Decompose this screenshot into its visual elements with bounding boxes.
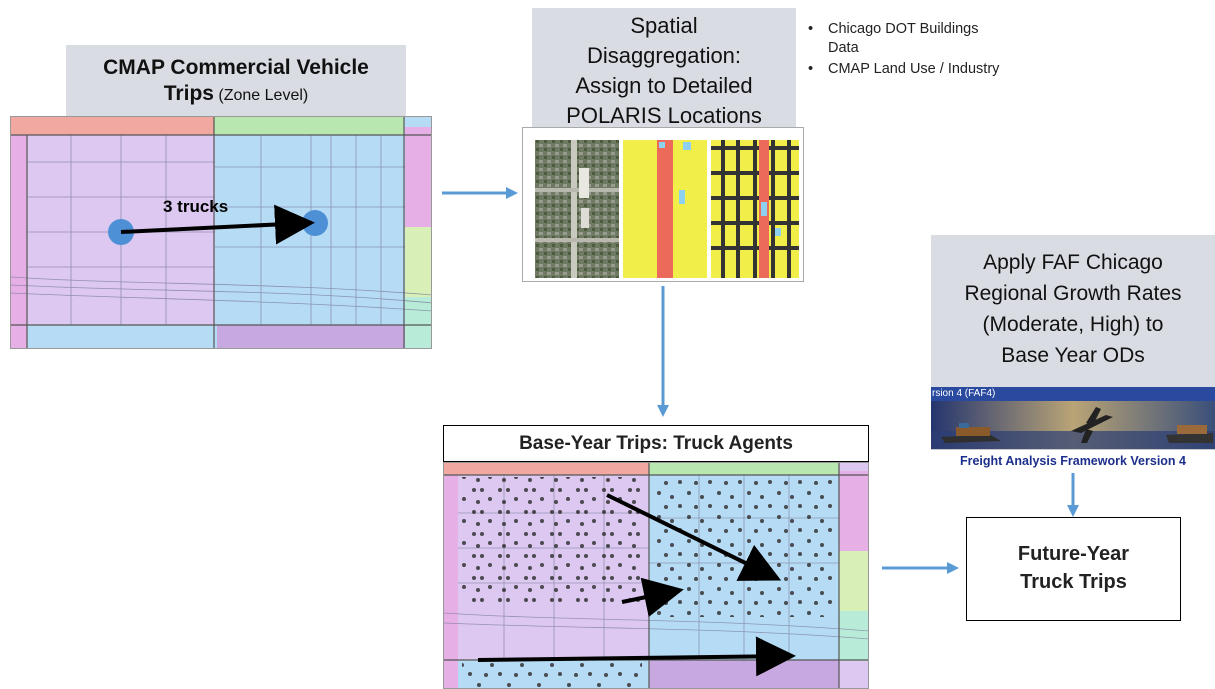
cmap-title-suffix: (Zone Level) (213, 87, 309, 104)
cmap-title-line2: Trips (Zone Level) (66, 81, 406, 109)
ship-icon (941, 435, 1001, 443)
spatial-line-2: Disaggregation: (586, 43, 742, 68)
truck-agents-canvas (444, 463, 868, 688)
faf-title-box: Apply FAF Chicago Regional Growth Rates … (931, 235, 1215, 387)
truck-trip-arrow-2 (621, 577, 684, 617)
future-line-2: Truck Trips (1020, 571, 1127, 593)
spatial-line-3: Assign to Detailed (575, 73, 753, 98)
data-source-item: Chicago DOT Buildings Data (808, 20, 1008, 58)
location-images-canvas (535, 140, 799, 278)
faf-line-1: Apply FAF Chicago (983, 251, 1163, 274)
zone-map-canvas (11, 117, 431, 348)
future-year-box: Future-Year Truck Trips (966, 517, 1181, 621)
trip-arrow (120, 204, 315, 245)
buildings-image (711, 140, 799, 278)
faf-banner: rsion 4 (FAF4) Freight Analysis Framewor… (931, 387, 1215, 472)
faf-line-2: Regional Growth Rates (964, 282, 1182, 305)
spatial-line-4: POLARIS Locations (566, 103, 762, 128)
aerial-photo-image (535, 140, 619, 278)
truck-agents-map (443, 462, 869, 689)
base-year-title-box: Base-Year Trips: Truck Agents (443, 425, 869, 462)
base-year-title: Base-Year Trips: Truck Agents (519, 433, 793, 454)
land-use-image (623, 140, 707, 278)
faf-line-3: (Moderate, High) to (982, 313, 1164, 336)
future-line-1: Future-Year (1017, 543, 1130, 565)
faf-banner-top: rsion 4 (FAF4) (931, 387, 1215, 401)
truck-trip-arrow-1 (606, 493, 782, 581)
data-sources-list: Chicago DOT Buildings Data CMAP Land Use… (808, 20, 1008, 81)
cmap-title-box: CMAP Commercial Vehicle Trips (Zone Leve… (66, 45, 406, 119)
cmap-title-line1: CMAP Commercial Vehicle (103, 56, 369, 79)
cmap-title-trips: Trips (163, 82, 214, 105)
faf-banner-caption: Freight Analysis Framework Version 4 (931, 449, 1215, 472)
faf-line-4: Base Year ODs (1001, 344, 1145, 367)
faf-banner-image (931, 401, 1215, 449)
spatial-line-1: Spatial (630, 13, 698, 38)
zone-map: 3 trucks (10, 116, 432, 349)
trucks-label: 3 trucks (163, 197, 229, 216)
spatial-title-box: Spatial Disaggregation: Assign to Detail… (532, 8, 796, 133)
truck-trip-arrow-3 (477, 636, 796, 677)
data-source-item: CMAP Land Use / Industry (808, 60, 1008, 79)
location-images-panel (522, 127, 804, 282)
